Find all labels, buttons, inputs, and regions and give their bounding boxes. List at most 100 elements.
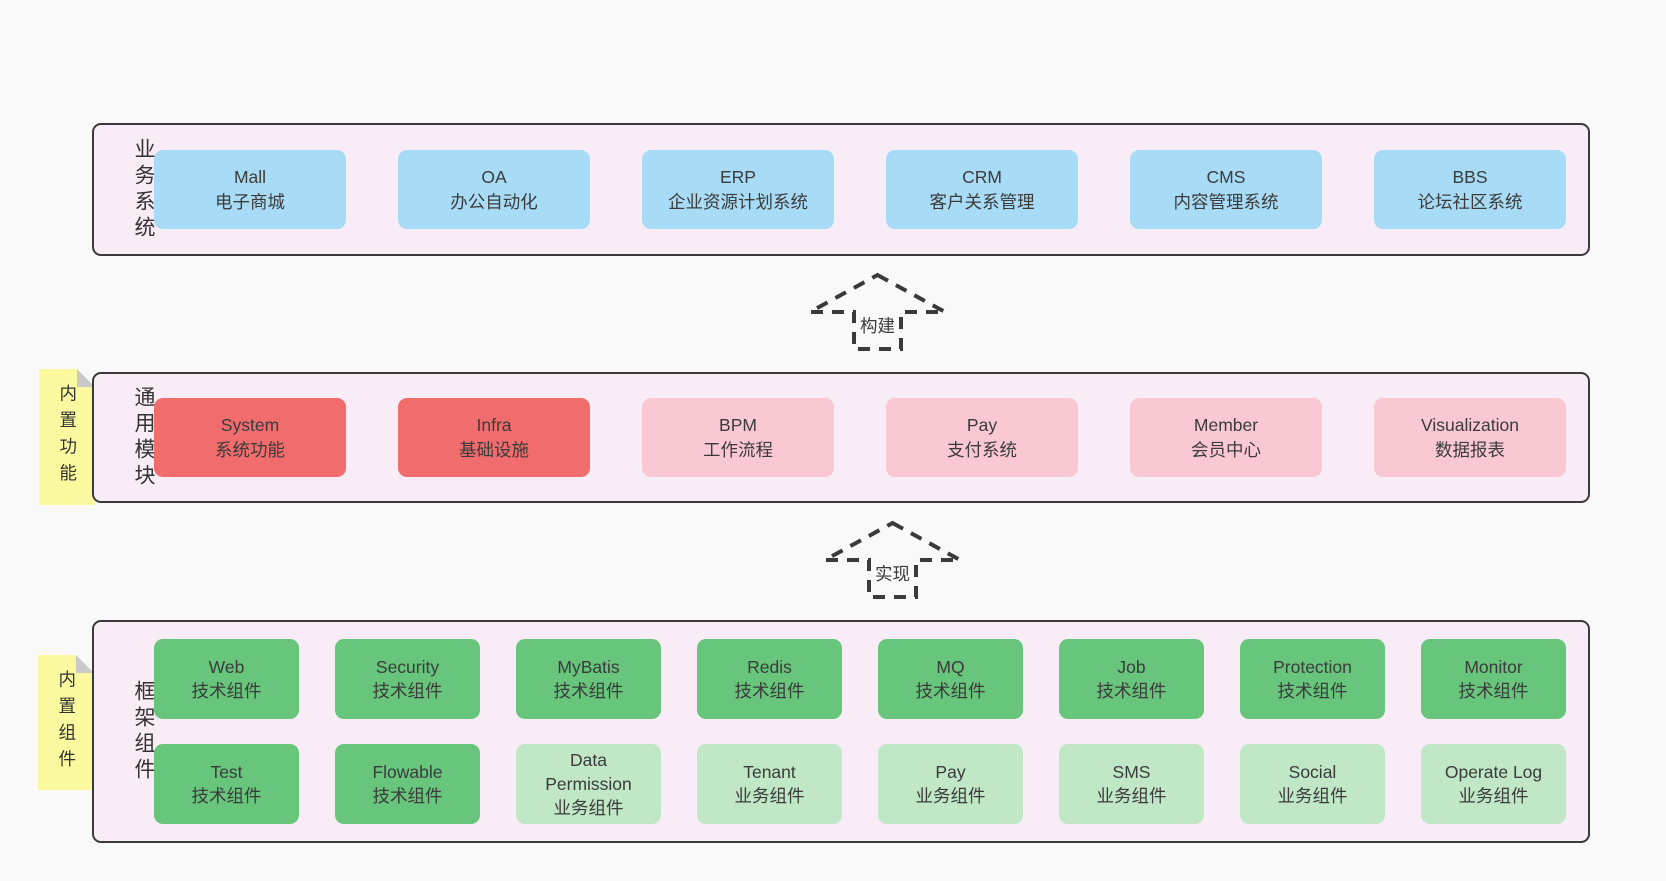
box-name: BPM [719, 415, 757, 436]
component-box-tenant: Tenant 业务组件 [697, 744, 842, 824]
system-box-bbs: BBS 论坛社区系统 [1374, 150, 1566, 229]
system-box-erp: ERP 企业资源计划系统 [642, 150, 834, 229]
section-business-systems: 业务系统 Mall 电子商城 OA 办公自动化 ERP 企业资源计划系统 CRM… [92, 123, 1590, 256]
component-box-sms: SMS 业务组件 [1059, 744, 1204, 824]
box-desc: 会员中心 [1191, 439, 1261, 460]
system-box-crm: CRM 客户关系管理 [886, 150, 1078, 229]
business-systems-row: Mall 电子商城 OA 办公自动化 ERP 企业资源计划系统 CRM 客户关系… [154, 150, 1566, 229]
box-name: CMS [1206, 167, 1246, 188]
component-box-web: Web 技术组件 [154, 639, 299, 719]
box-desc: 技术组件 [372, 681, 443, 701]
sticky-note-built-in-components: 内置组件 [38, 655, 94, 790]
arrow-label-build: 构建 [857, 312, 898, 339]
module-box-pay: Pay 支付系统 [886, 398, 1078, 477]
box-desc: 工作流程 [703, 439, 773, 460]
box-name: CRM [962, 167, 1002, 188]
implement-arrow: 实现 [822, 520, 963, 600]
box-desc: 数据报表 [1435, 439, 1505, 460]
box-desc: 业务组件 [1096, 786, 1167, 806]
framework-components-grid: Web 技术组件 Security 技术组件 MyBatis 技术组件 Redi… [154, 639, 1566, 824]
box-desc: 论坛社区系统 [1417, 191, 1523, 212]
component-box-test: Test 技术组件 [154, 744, 299, 824]
box-name: Redis [747, 656, 792, 677]
box-name: Web [208, 656, 245, 677]
box-desc: 技术组件 [1277, 681, 1348, 701]
component-box-flowable: Flowable 技术组件 [335, 744, 480, 824]
box-desc: 技术组件 [191, 786, 262, 806]
box-desc: 支付系统 [947, 439, 1017, 460]
box-desc: 技术组件 [553, 681, 624, 701]
box-name: Flowable [372, 761, 443, 782]
box-name: SMS [1112, 761, 1151, 782]
box-desc: 业务组件 [734, 786, 805, 806]
box-name: Pay [935, 761, 966, 782]
component-box-mq: MQ 技术组件 [878, 639, 1023, 719]
box-name: MQ [936, 656, 965, 677]
sticky-note-built-in-functions: 内置功能 [39, 369, 95, 505]
box-desc: 系统功能 [215, 439, 285, 460]
module-box-visualization: Visualization 数据报表 [1374, 398, 1566, 477]
box-desc: 客户关系管理 [929, 191, 1035, 212]
component-box-pay: Pay 业务组件 [878, 744, 1023, 824]
box-desc: 内容管理系统 [1173, 191, 1279, 212]
box-name: BBS [1452, 167, 1488, 188]
component-box-operate-log: Operate Log 业务组件 [1421, 744, 1566, 824]
box-name: OA [481, 167, 507, 188]
component-box-redis: Redis 技术组件 [697, 639, 842, 719]
common-modules-row: System 系统功能 Infra 基础设施 BPM 工作流程 Pay 支付系统… [154, 398, 1566, 477]
section-framework-components: 框架组件 Web 技术组件 Security 技术组件 MyBatis 技术组件… [92, 620, 1590, 843]
box-desc: 电子商城 [215, 191, 285, 212]
component-box-data-permission: Data Permission 业务组件 [516, 744, 661, 824]
section-common-modules: 通用模块 System 系统功能 Infra 基础设施 BPM 工作流程 Pay… [92, 372, 1590, 503]
component-box-monitor: Monitor 技术组件 [1421, 639, 1566, 719]
box-name: Member [1193, 415, 1259, 436]
box-name: ERP [720, 167, 756, 188]
box-desc: 技术组件 [734, 681, 805, 701]
note-text: 内置组件 [56, 669, 77, 776]
box-name: Social [1288, 761, 1337, 782]
system-box-mall: Mall 电子商城 [154, 150, 346, 229]
system-box-cms: CMS 内容管理系统 [1130, 150, 1322, 229]
box-name: System [220, 415, 280, 436]
box-desc: 技术组件 [191, 681, 262, 701]
box-name: Infra [476, 415, 512, 436]
section-label: 通用模块 [132, 385, 155, 490]
box-desc: 技术组件 [1096, 681, 1167, 701]
box-desc: 技术组件 [1458, 681, 1529, 701]
arrow-label-implement: 实现 [872, 560, 913, 587]
box-desc: 技术组件 [372, 786, 443, 806]
component-box-protection: Protection 技术组件 [1240, 639, 1385, 719]
box-name: Test [210, 761, 243, 782]
box-name: Mall [233, 167, 267, 188]
component-box-social: Social 业务组件 [1240, 744, 1385, 824]
box-name: MyBatis [557, 656, 620, 677]
component-box-job: Job 技术组件 [1059, 639, 1204, 719]
section-label: 框架组件 [132, 679, 155, 784]
box-name: Operate Log [1444, 761, 1543, 782]
box-desc: 基础设施 [459, 439, 529, 460]
module-box-infra: Infra 基础设施 [398, 398, 590, 477]
box-name: Data Permission [545, 749, 632, 794]
box-desc: 企业资源计划系统 [668, 191, 808, 212]
module-box-member: Member 会员中心 [1130, 398, 1322, 477]
box-name: Monitor [1464, 656, 1523, 677]
component-box-mybatis: MyBatis 技术组件 [516, 639, 661, 719]
box-name: Protection [1273, 656, 1352, 677]
box-name: Tenant [743, 761, 796, 782]
box-desc: 业务组件 [915, 786, 986, 806]
system-box-oa: OA 办公自动化 [398, 150, 590, 229]
box-desc: 办公自动化 [450, 191, 538, 212]
dashed-up-arrow-icon [809, 272, 946, 351]
box-name: Security [375, 656, 440, 677]
box-desc: 技术组件 [915, 681, 986, 701]
module-box-system: System 系统功能 [154, 398, 346, 477]
box-name: Visualization [1421, 415, 1519, 436]
box-desc: 业务组件 [553, 798, 624, 819]
box-name: Job [1117, 656, 1146, 677]
module-box-bpm: BPM 工作流程 [642, 398, 834, 477]
box-desc: 业务组件 [1458, 786, 1529, 806]
component-box-security: Security 技术组件 [335, 639, 480, 719]
build-arrow: 构建 [807, 272, 948, 352]
box-desc: 业务组件 [1277, 786, 1348, 806]
